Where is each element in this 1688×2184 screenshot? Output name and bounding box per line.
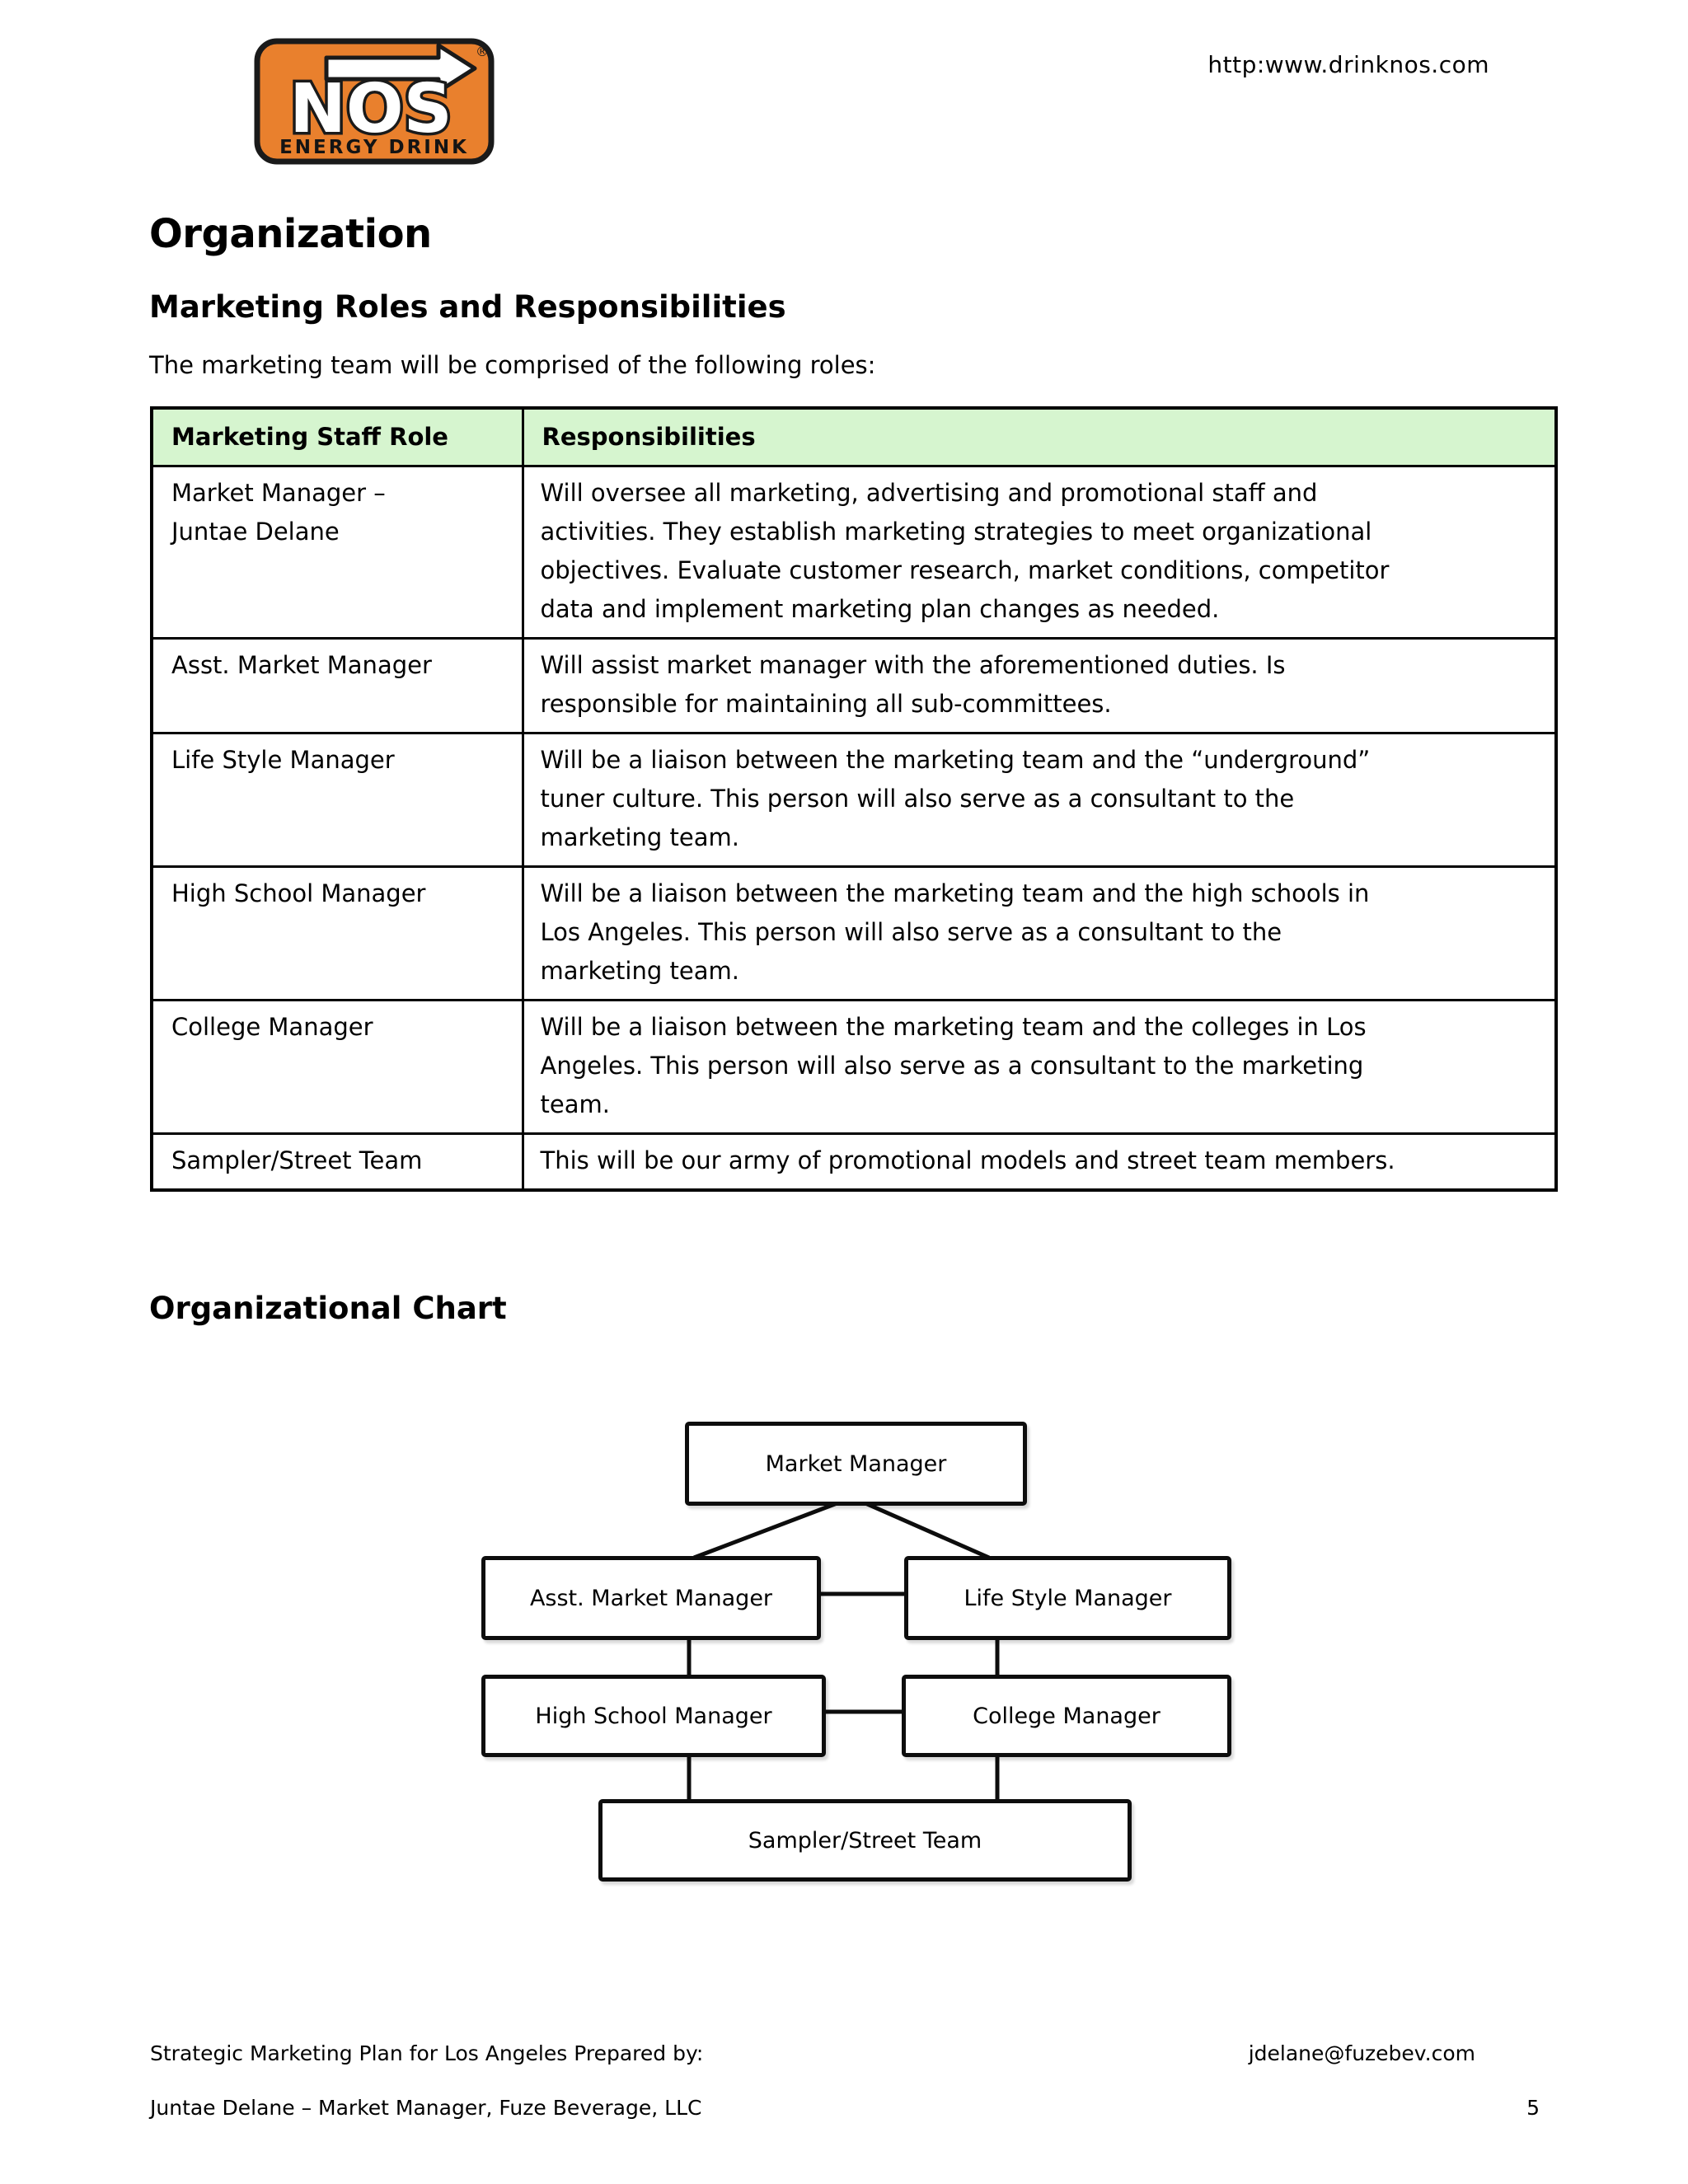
responsibilities-cell: Will assist market manager with the afor…	[521, 637, 1558, 734]
role-cell: Asst. Market Manager	[150, 637, 524, 734]
connector-market-to-asst	[693, 1495, 853, 1560]
org-node-label: Sampler/Street Team	[748, 1827, 982, 1854]
role-cell: Market Manager – Juntae Delane	[150, 465, 524, 640]
footer-email: jdelane@fuzebev.com	[1248, 2041, 1475, 2065]
registered-trademark-icon: ®	[476, 44, 489, 59]
table-row: Market Manager – Juntae Delane Will over…	[150, 465, 1558, 640]
responsibilities-cell: Will be a liaison between the marketing …	[521, 732, 1558, 868]
header-url: http:www.drinknos.com	[1207, 51, 1489, 78]
responsibilities-cell: Will be a liaison between the marketing …	[521, 999, 1558, 1135]
marketing-roles-table: Marketing Staff Role Responsibilities Ma…	[150, 406, 1558, 1192]
intro-text: The marketing team will be comprised of …	[149, 351, 876, 379]
responsibilities-cell: Will be a liaison between the marketing …	[521, 865, 1558, 1001]
org-node-label: Market Manager	[765, 1451, 947, 1477]
table-row: College Manager Will be a liaison betwee…	[150, 999, 1558, 1135]
table-header-row: Marketing Staff Role Responsibilities	[150, 406, 1558, 467]
role-cell: Sampler/Street Team	[150, 1132, 524, 1192]
org-chart-section-title: Organizational Chart	[149, 1291, 507, 1326]
role-cell: High School Manager	[150, 865, 524, 1001]
org-node-label: High School Manager	[535, 1703, 772, 1729]
org-node-label: Asst. Market Manager	[529, 1585, 773, 1611]
footer-prepared-by: Strategic Marketing Plan for Los Angeles…	[150, 2041, 704, 2065]
org-node-high-school-manager: High School Manager	[481, 1675, 826, 1757]
org-node-label: College Manager	[973, 1703, 1160, 1729]
logo-brand-text: NOS	[289, 70, 452, 148]
column-header-responsibilities: Responsibilities	[521, 406, 1558, 467]
table-row: Sampler/Street Team This will be our arm…	[150, 1132, 1558, 1192]
org-node-asst-market-manager: Asst. Market Manager	[481, 1556, 821, 1640]
footer-author: Juntae Delane – Market Manager, Fuze Bev…	[150, 2096, 702, 2120]
roles-section-title: Marketing Roles and Responsibilities	[149, 289, 786, 325]
connector-market-to-life	[851, 1495, 991, 1560]
page-title: Organization	[149, 211, 432, 257]
table-row: Life Style Manager Will be a liaison bet…	[150, 732, 1558, 868]
responsibilities-cell: This will be our army of promotional mod…	[521, 1132, 1558, 1192]
logo-arrow-icon	[324, 43, 477, 94]
org-node-college-manager: College Manager	[902, 1675, 1231, 1757]
logo-tagline-text: ENERGY DRINK	[279, 137, 469, 158]
org-node-sampler-street-team: Sampler/Street Team	[598, 1799, 1132, 1882]
org-node-market-manager: Market Manager	[685, 1422, 1027, 1506]
table-row: Asst. Market Manager Will assist market …	[150, 637, 1558, 734]
role-cell: College Manager	[150, 999, 524, 1135]
footer-page-number: 5	[1526, 2096, 1540, 2120]
role-cell: Life Style Manager	[150, 732, 524, 868]
table-row: High School Manager Will be a liaison be…	[150, 865, 1558, 1001]
org-node-life-style-manager: Life Style Manager	[904, 1556, 1231, 1640]
responsibilities-cell: Will oversee all marketing, advertising …	[521, 465, 1558, 640]
nos-logo: NOS ® ENERGY DRINK	[254, 38, 495, 165]
nos-logo-graphic: NOS ® ENERGY DRINK	[254, 38, 495, 165]
column-header-role: Marketing Staff Role	[150, 406, 524, 467]
org-node-label: Life Style Manager	[964, 1585, 1172, 1611]
